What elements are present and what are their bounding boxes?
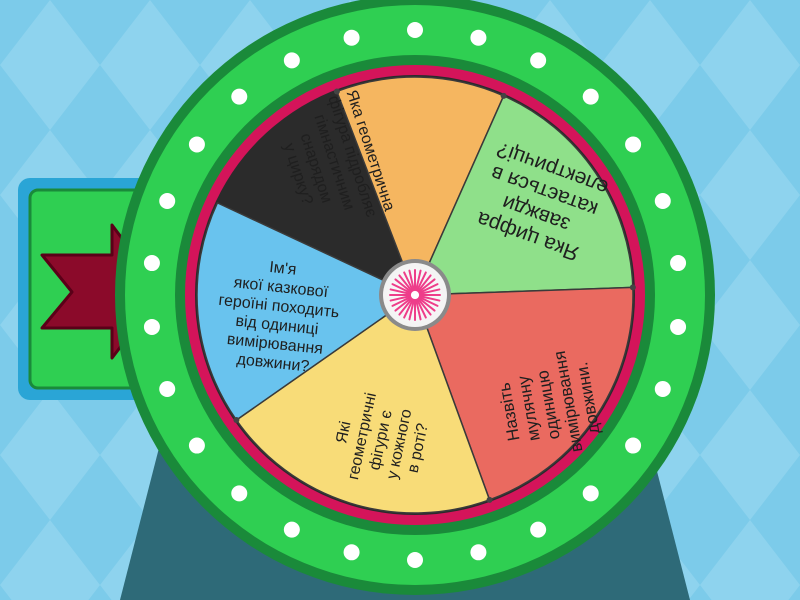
wheel-segment[interactable] [196,201,417,422]
segment-divider-dot [486,496,493,503]
hub-ray [391,283,412,294]
wheel-light [188,136,205,153]
segment-divider-dot [500,92,507,99]
wheel-light [343,544,360,561]
wheel-light [283,521,300,538]
hub-ray [394,297,413,312]
wheel-light [143,318,160,335]
wheel-light [231,485,248,502]
hub-ray [408,269,415,292]
hub-ray [389,288,412,295]
wheel-light [625,437,642,454]
hub-ray [408,298,415,321]
hub-ray [416,271,427,292]
hub-ray [417,274,432,293]
wheel-segment[interactable] [413,286,634,501]
wheel-light [470,29,487,46]
hub-ray [418,283,439,294]
segment-question-line: Ім'я [268,259,297,279]
hub-ray [403,298,414,319]
wheel-light [625,136,642,153]
wheel-segment[interactable] [413,94,634,296]
wheel-segment[interactable] [235,293,491,514]
wheel-light [670,318,687,335]
hub-ray [417,297,432,316]
wheel-light [582,485,599,502]
wheel-light [231,88,248,105]
wheel-segment[interactable] [335,76,505,297]
segment-question-text: Назвітьмулячнуодиницювимірюваннядовжини. [491,346,606,464]
hub-ray [391,296,412,307]
wheel-light [470,544,487,561]
hub-ray [418,296,439,307]
hub-ray [418,288,441,295]
wheel-hub[interactable] [379,259,451,331]
hub-ray [418,295,441,302]
wheel-light [654,380,671,397]
wheel-lights [143,22,687,568]
hub-ray [394,278,413,293]
hub-ray [415,298,422,321]
segment-divider-dot [629,284,636,291]
hub-ray [398,297,413,316]
wheel-light [670,255,687,272]
wheel-light [188,437,205,454]
wheel-light [582,88,599,105]
wheel-light [654,193,671,210]
wheel-light [530,521,547,538]
hub-ray [417,297,436,312]
wheel-light [159,380,176,397]
hub-ray [398,274,413,293]
wheel-light [283,52,300,69]
wheel-light [159,193,176,210]
hub-ray [416,298,427,319]
hub-rays-icon [389,269,441,321]
wheel-light [407,22,423,38]
segment-divider-dot [233,417,240,424]
wheel-light [143,255,160,272]
wheel-light [530,52,547,69]
hub-ray [417,278,436,293]
wheel-light [343,29,360,46]
hub-ray [389,295,412,302]
segment-divider-dot [333,88,340,95]
hub-ray [403,271,414,292]
wheel-light [407,552,423,568]
segment-question-line: Які [333,420,354,445]
hub-ray [415,269,422,292]
